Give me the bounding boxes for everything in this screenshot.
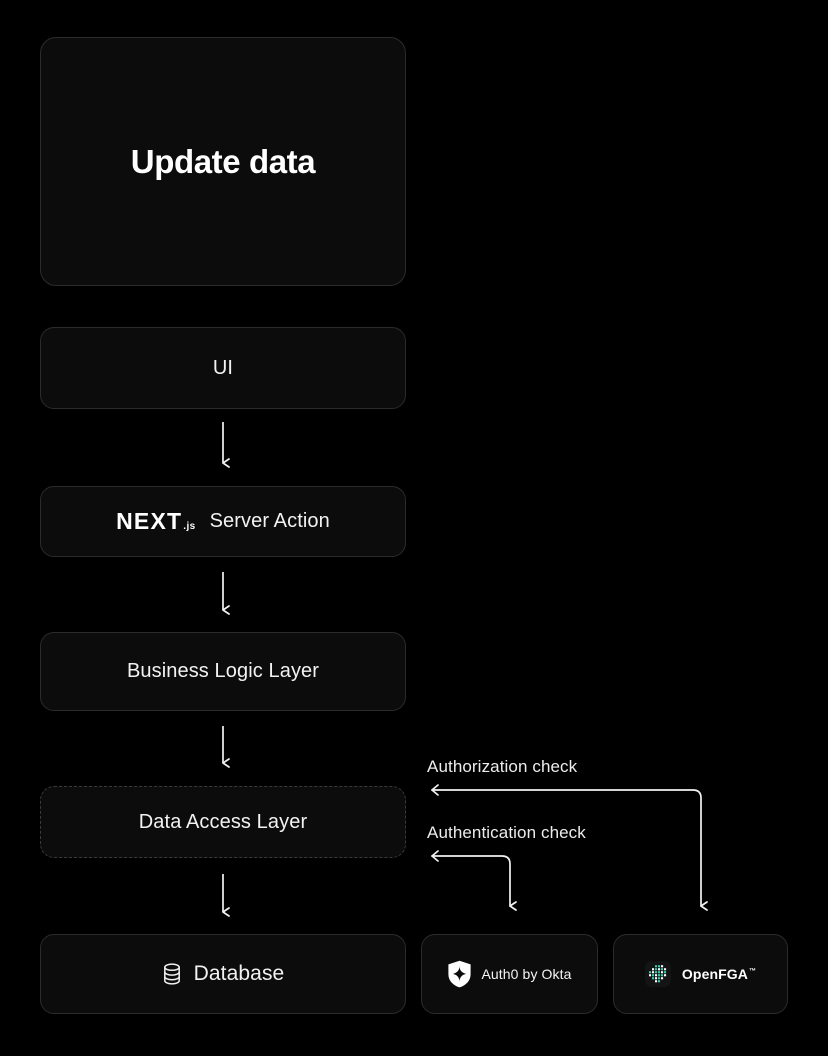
node-openfga-label: OpenFGA™: [682, 966, 756, 982]
nextjs-logo-suffix: .js: [183, 521, 196, 532]
openfga-matrix-icon: [644, 961, 671, 987]
node-ui-label: UI: [212, 356, 234, 379]
node-auth0[interactable]: Auth0 by Okta: [421, 934, 598, 1014]
page-title: Update data: [130, 142, 316, 180]
nextjs-logo-icon: NEXT.js: [116, 510, 195, 533]
nextjs-logo-word: NEXT: [116, 508, 183, 534]
database-icon: [163, 963, 180, 985]
node-ui[interactable]: UI: [40, 327, 406, 409]
node-openfga[interactable]: OpenFGA™: [613, 934, 788, 1014]
node-data-access-layer[interactable]: Data Access Layer: [40, 786, 406, 858]
openfga-content: OpenFGA™: [644, 961, 756, 987]
node-business-logic-label: Business Logic Layer: [126, 660, 320, 682]
arrow-authorization-check: [431, 784, 708, 911]
node-next-server-action-label: Server Action: [209, 510, 330, 532]
auth0-shield-icon: [448, 960, 472, 988]
node-database[interactable]: Database: [40, 934, 406, 1014]
next-server-action-content: NEXT.js Server Action: [116, 510, 330, 533]
node-auth0-label: Auth0 by Okta: [481, 966, 572, 982]
auth0-content: Auth0 by Okta: [447, 960, 571, 988]
openfga-trademark: ™: [748, 968, 757, 976]
hero-card: Update data: [40, 37, 406, 286]
arrow-authentication-check: [431, 850, 517, 911]
node-data-access-label: Data Access Layer: [138, 810, 308, 833]
edge-label-authorization: Authorization check: [427, 757, 578, 776]
openfga-label-text: OpenFGA: [681, 966, 748, 982]
node-business-logic-layer[interactable]: Business Logic Layer: [40, 632, 406, 711]
node-next-server-action[interactable]: NEXT.js Server Action: [40, 486, 406, 557]
database-content: Database: [162, 962, 285, 986]
node-database-label: Database: [193, 962, 285, 985]
edge-label-authentication: Authentication check: [427, 823, 586, 842]
